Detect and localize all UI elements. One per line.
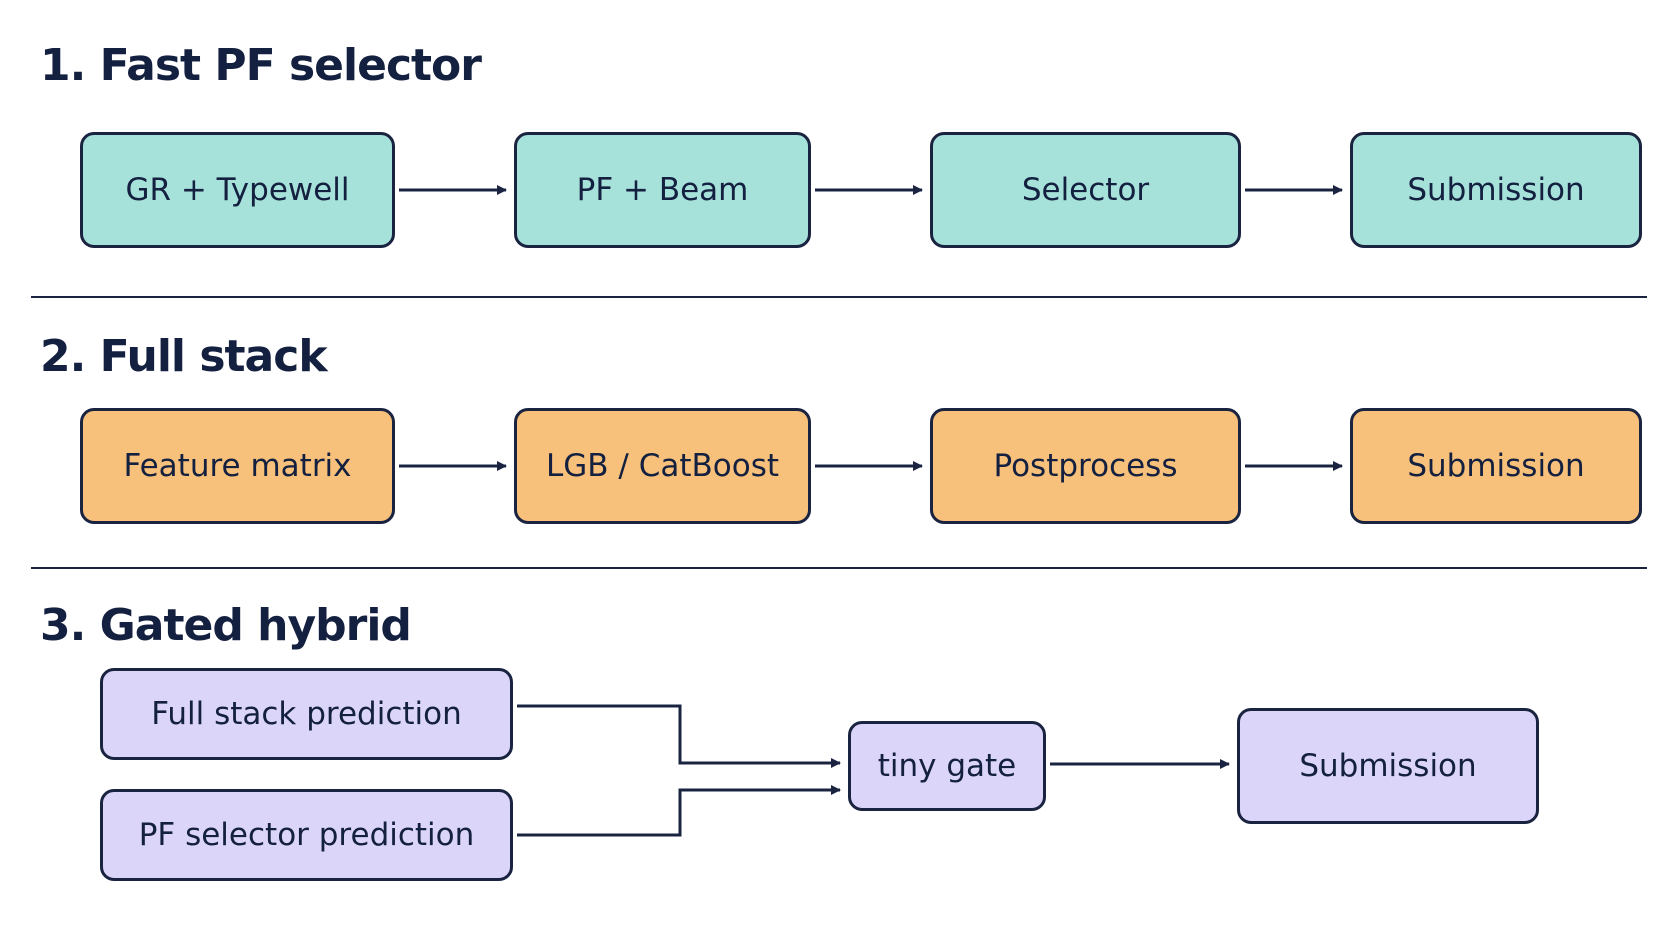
node-submission-2: Submission (1350, 408, 1642, 524)
arrow-3-full-stack-to-gate (517, 704, 841, 768)
node-submission-3: Submission (1237, 708, 1539, 824)
node-lgb-catboost-label: LGB / CatBoost (545, 448, 779, 484)
node-postprocess: Postprocess (930, 408, 1241, 524)
node-gr-typewell: GR + Typewell (80, 132, 395, 248)
section-divider-1 (31, 296, 1647, 298)
node-pf-selector-prediction-label: PF selector prediction (138, 817, 475, 853)
node-submission-1: Submission (1350, 132, 1642, 248)
section-1-title: 1. Fast PF selector (40, 40, 482, 91)
section-2-title: 2. Full stack (40, 331, 328, 382)
node-feature-matrix-label: Feature matrix (123, 448, 352, 484)
node-lgb-catboost: LGB / CatBoost (514, 408, 811, 524)
node-submission-2-label: Submission (1407, 448, 1585, 484)
node-selector-label: Selector (1021, 172, 1150, 208)
node-pf-beam-label: PF + Beam (576, 172, 749, 208)
node-postprocess-label: Postprocess (993, 448, 1178, 484)
section-divider-2 (31, 567, 1647, 569)
node-gr-typewell-label: GR + Typewell (125, 172, 350, 208)
node-selector: Selector (930, 132, 1241, 248)
node-feature-matrix: Feature matrix (80, 408, 395, 524)
node-submission-3-label: Submission (1299, 748, 1477, 784)
section-3-title: 3. Gated hybrid (40, 600, 412, 651)
node-submission-1-label: Submission (1407, 172, 1585, 208)
node-pf-selector-prediction: PF selector prediction (100, 789, 513, 881)
node-pf-beam: PF + Beam (514, 132, 811, 248)
arrow-3-pf-selector-to-gate (517, 785, 841, 837)
node-tiny-gate: tiny gate (848, 721, 1046, 811)
node-full-stack-prediction: Full stack prediction (100, 668, 513, 760)
node-full-stack-prediction-label: Full stack prediction (151, 696, 462, 732)
node-tiny-gate-label: tiny gate (877, 748, 1017, 784)
